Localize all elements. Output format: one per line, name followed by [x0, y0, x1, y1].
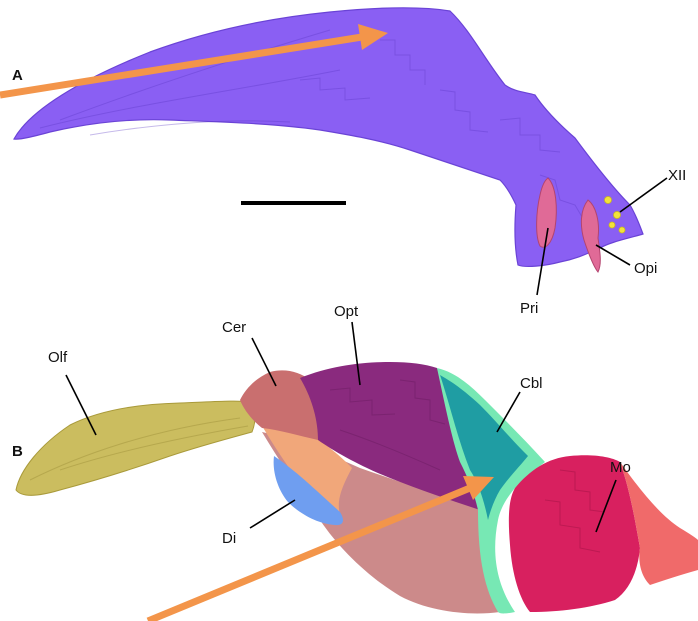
cbl-label: Cbl — [520, 375, 543, 392]
olf-label: Olf — [48, 349, 68, 366]
opi-label: Opi — [634, 260, 657, 277]
mo-label: Mo — [610, 459, 631, 476]
panel-a: A — [0, 8, 686, 317]
panel-a-letter: A — [12, 67, 23, 84]
pri-label: Pri — [520, 300, 538, 317]
opi-leader — [596, 245, 630, 265]
xii-label: XII — [668, 167, 686, 184]
di-label: Di — [222, 530, 236, 547]
olfactory — [16, 401, 255, 495]
cer-label: Cer — [222, 319, 246, 336]
panel-b-letter: B — [12, 443, 23, 460]
di-leader — [250, 500, 295, 528]
opt-label: Opt — [334, 303, 359, 320]
xii-leader — [620, 178, 667, 212]
panel-b: B Olf — [12, 303, 698, 621]
medulla — [509, 455, 640, 612]
